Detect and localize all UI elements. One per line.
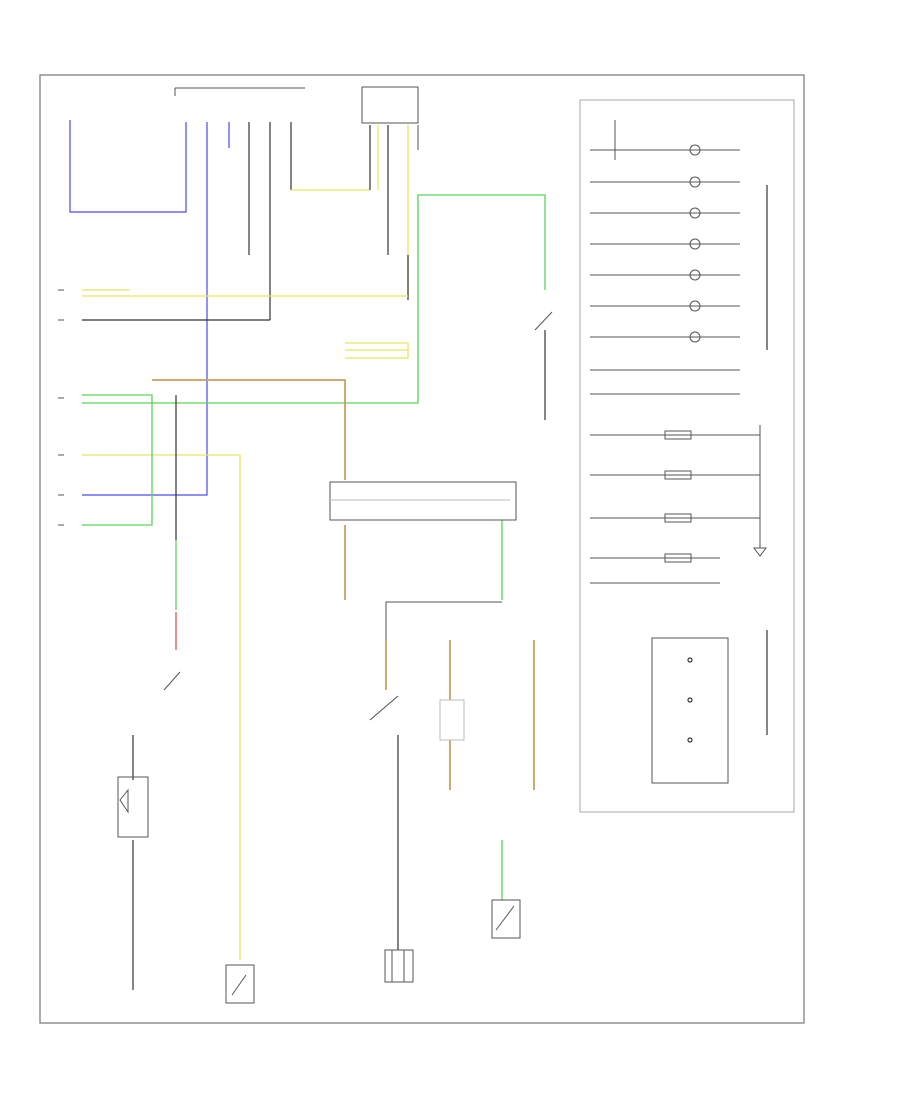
middle-relay bbox=[439, 699, 465, 741]
wire-blue-left-loop bbox=[69, 120, 187, 213]
indicator-lamp-rows bbox=[590, 120, 768, 735]
gauge-panel bbox=[579, 99, 795, 813]
wire-orange bbox=[152, 379, 346, 480]
indicator-module bbox=[651, 637, 729, 784]
diagram-frame bbox=[39, 74, 805, 1024]
center-control-unit bbox=[329, 481, 517, 521]
wire-blue-long bbox=[82, 122, 208, 496]
top-right-connector bbox=[361, 86, 419, 124]
bottom-center-connector bbox=[384, 949, 414, 983]
wire-green-long bbox=[82, 394, 153, 526]
bottom-right-switch bbox=[491, 899, 521, 939]
left-terminal-ticks bbox=[58, 289, 64, 526]
bottom-left-switch bbox=[225, 964, 255, 1004]
left-component bbox=[117, 776, 149, 838]
